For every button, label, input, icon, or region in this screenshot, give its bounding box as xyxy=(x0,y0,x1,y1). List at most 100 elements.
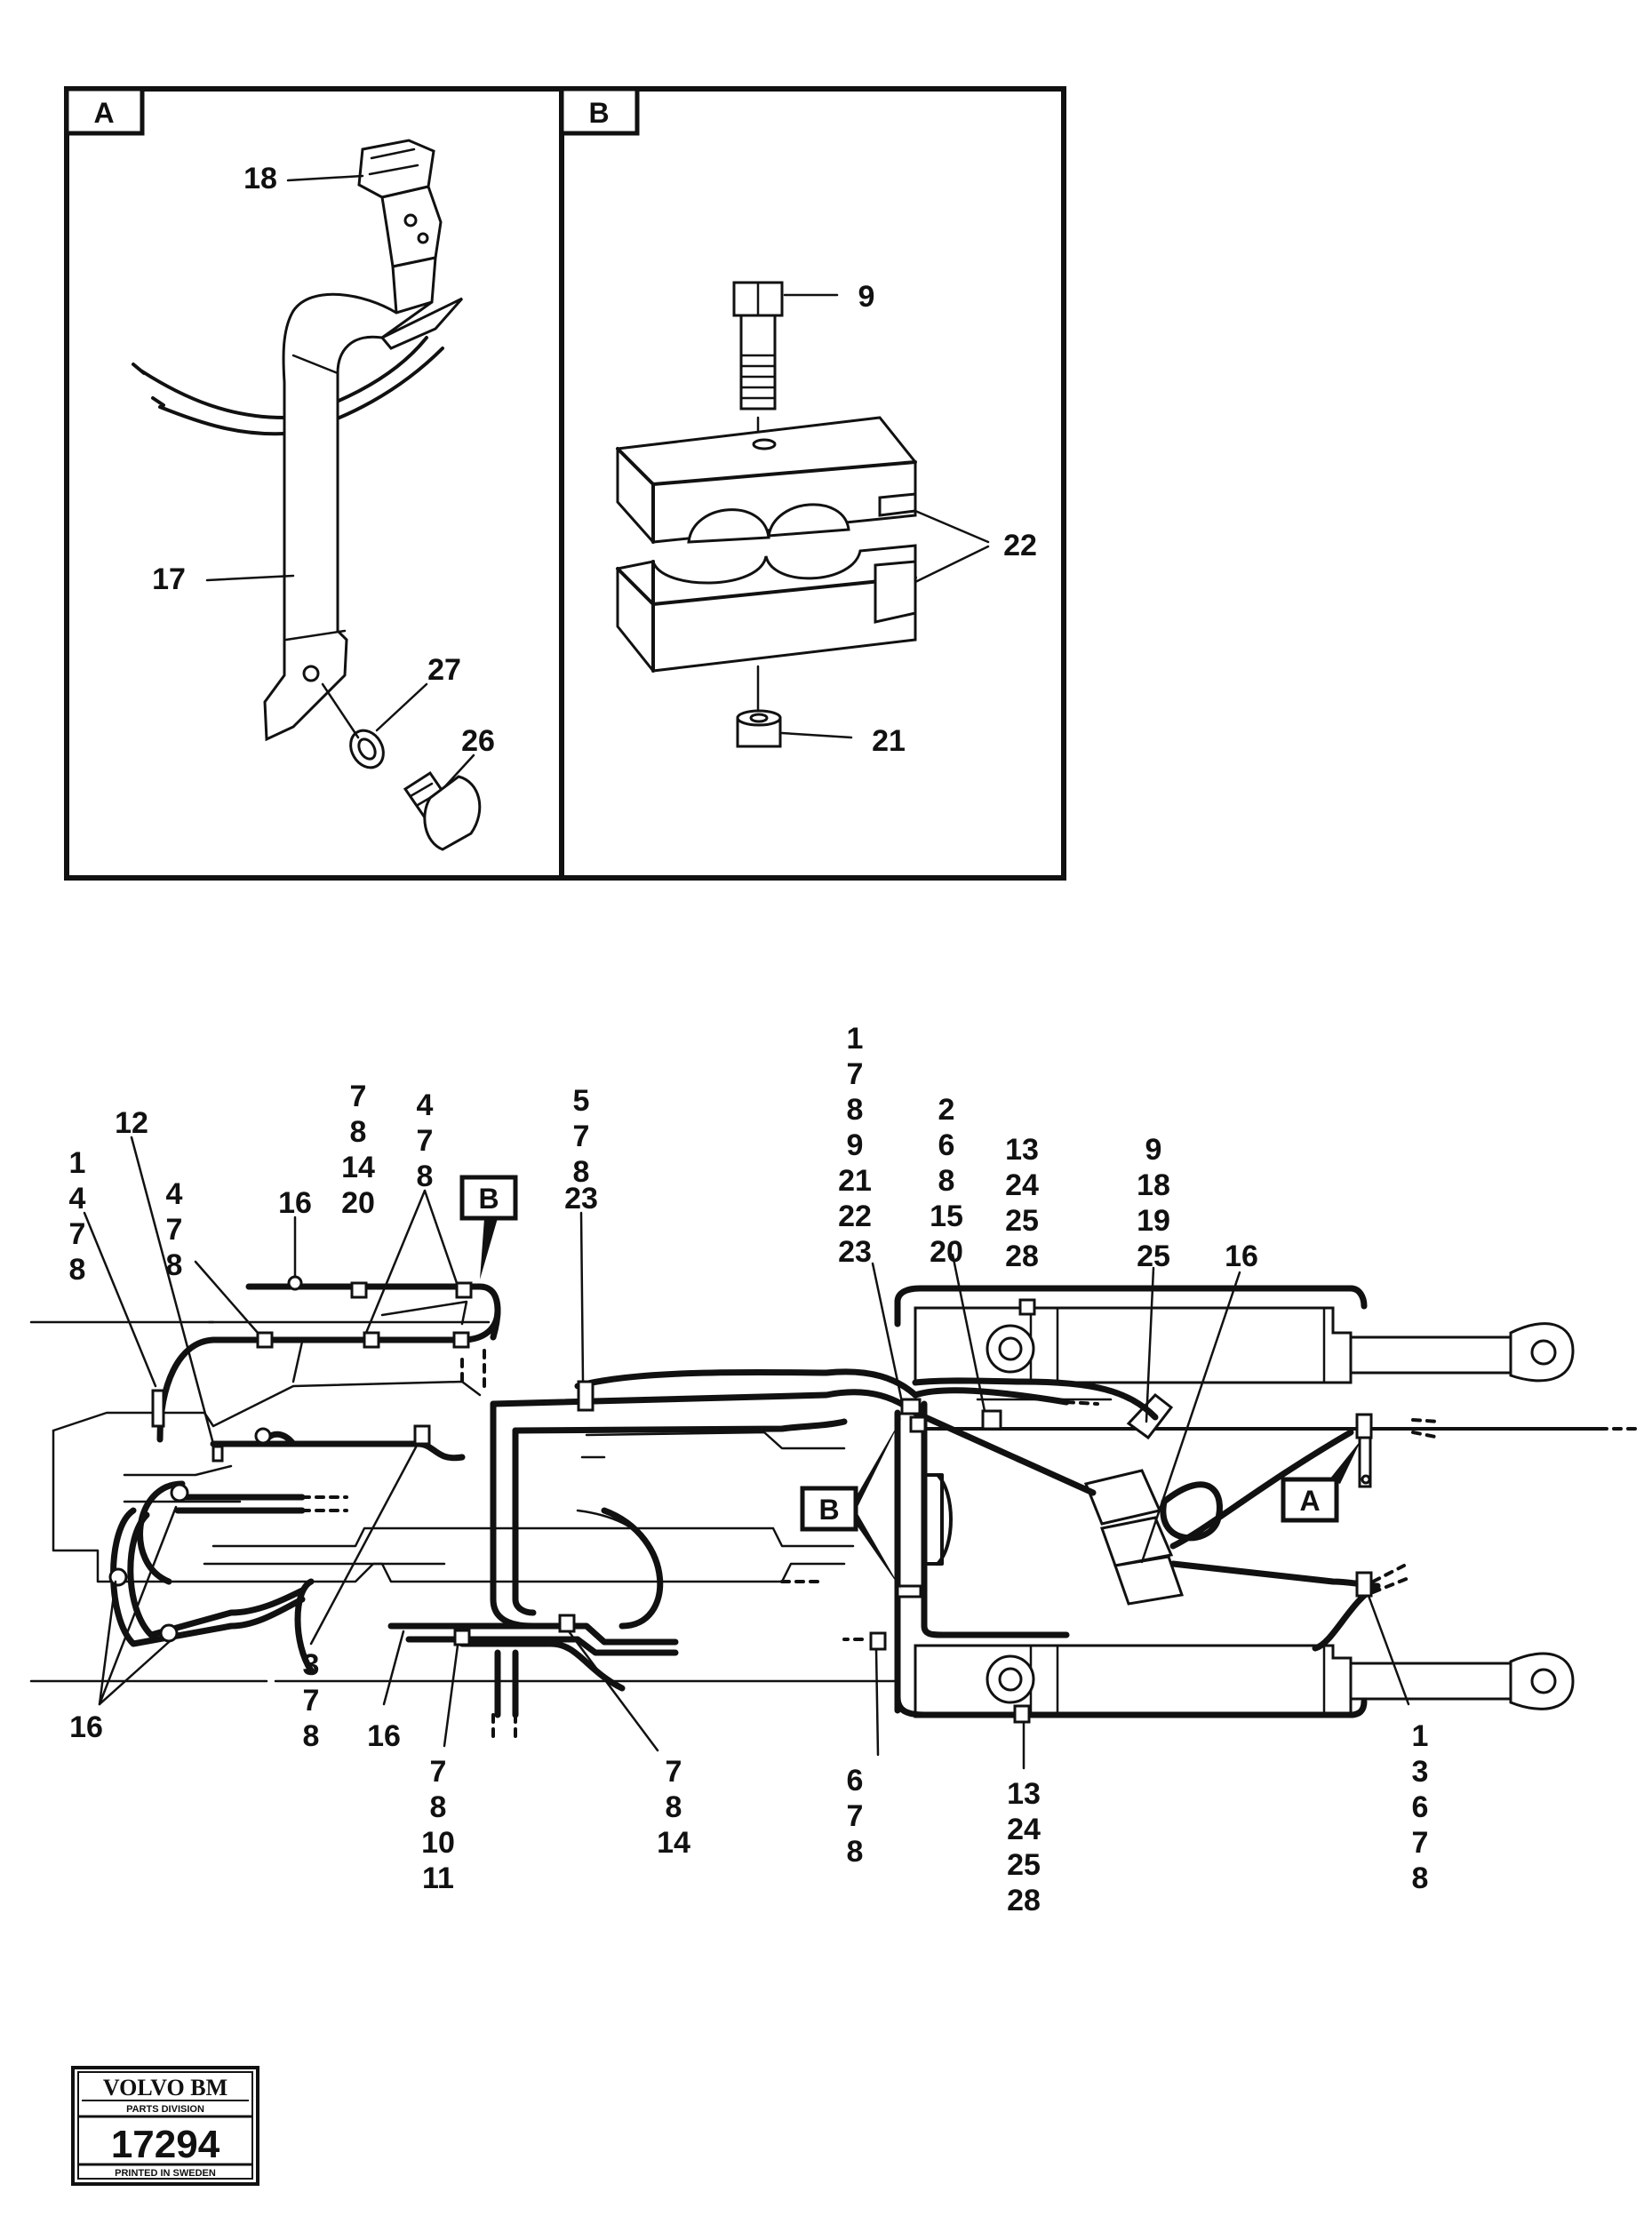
stamp-printed: PRINTED IN SWEDEN xyxy=(115,2168,216,2179)
svg-text:8: 8 xyxy=(166,1248,183,1282)
assembly-view: B B A xyxy=(29,1022,1637,1917)
svg-text:7: 7 xyxy=(847,1057,864,1091)
svg-text:4: 4 xyxy=(417,1088,434,1122)
washer-27 xyxy=(349,729,385,769)
svg-text:6: 6 xyxy=(847,1764,864,1798)
svg-text:11: 11 xyxy=(422,1861,454,1895)
parts-stamp: VOLVO BM PARTS DIVISION 17294 PRINTED IN… xyxy=(71,2066,259,2186)
svg-text:23: 23 xyxy=(564,1182,598,1216)
detail-a-leaders xyxy=(205,174,475,789)
svg-text:19: 19 xyxy=(1137,1204,1170,1238)
svg-text:1: 1 xyxy=(69,1146,86,1180)
detail-a-tag: A xyxy=(64,86,145,136)
svg-text:13: 13 xyxy=(1007,1777,1041,1811)
callout-group-13-24-25-28-top: 13 24 25 28 xyxy=(1005,1133,1039,1273)
svg-text:12: 12 xyxy=(115,1106,148,1140)
svg-text:24: 24 xyxy=(1005,1168,1039,1202)
svg-text:6: 6 xyxy=(1412,1790,1429,1824)
svg-text:7: 7 xyxy=(1412,1826,1429,1860)
svg-text:13: 13 xyxy=(1005,1133,1039,1167)
svg-text:15: 15 xyxy=(930,1200,963,1233)
svg-text:9: 9 xyxy=(1145,1133,1162,1167)
svg-text:10: 10 xyxy=(421,1826,455,1860)
svg-text:4: 4 xyxy=(166,1177,183,1211)
callout-group-6-7-8: 6 7 8 xyxy=(847,1764,864,1869)
hose-runs xyxy=(110,1283,1381,1718)
callout-17: 17 xyxy=(152,562,186,596)
svg-text:8: 8 xyxy=(847,1835,864,1869)
callout-9: 9 xyxy=(858,280,875,314)
svg-text:21: 21 xyxy=(838,1164,872,1198)
svg-text:7: 7 xyxy=(166,1213,183,1247)
svg-text:18: 18 xyxy=(1137,1168,1170,1202)
svg-text:7: 7 xyxy=(69,1217,86,1251)
detail-b-tag: B xyxy=(559,86,640,136)
svg-text:A: A xyxy=(93,97,114,129)
svg-text:25: 25 xyxy=(1007,1848,1041,1882)
callout-group-16-top: 16 xyxy=(278,1186,312,1220)
svg-text:22: 22 xyxy=(838,1200,872,1233)
svg-text:5: 5 xyxy=(573,1084,590,1118)
svg-text:16: 16 xyxy=(69,1710,103,1744)
svg-text:8: 8 xyxy=(417,1160,434,1193)
callout-group-3-7-8: 3 7 8 xyxy=(303,1648,320,1753)
callout-group-12: 12 xyxy=(115,1106,148,1140)
assembly-leaders xyxy=(83,1136,1410,1770)
svg-text:25: 25 xyxy=(1137,1240,1170,1273)
bolt-26 xyxy=(403,770,482,851)
callout-group-7-8-14-20: 7 8 14 20 xyxy=(341,1080,375,1220)
hose-clips xyxy=(108,1275,1373,1724)
callout-26: 26 xyxy=(461,724,495,758)
svg-text:3: 3 xyxy=(303,1648,320,1682)
svg-text:7: 7 xyxy=(573,1120,590,1153)
svg-text:B: B xyxy=(588,97,609,129)
svg-text:8: 8 xyxy=(666,1790,682,1824)
callout-group-16-right: 16 xyxy=(1225,1240,1258,1273)
svg-text:8: 8 xyxy=(573,1155,590,1189)
svg-text:23: 23 xyxy=(838,1235,872,1269)
svg-text:8: 8 xyxy=(350,1115,367,1149)
detail-b: B xyxy=(559,86,1037,758)
svg-text:7: 7 xyxy=(666,1755,682,1789)
clamp-band-17 xyxy=(263,292,464,742)
callout-18: 18 xyxy=(243,162,277,195)
callout-group-4-7-8: 4 7 8 xyxy=(166,1177,183,1282)
callout-21: 21 xyxy=(872,724,906,758)
callout-27: 27 xyxy=(427,653,461,687)
svg-text:7: 7 xyxy=(430,1755,447,1789)
svg-text:1: 1 xyxy=(847,1022,864,1056)
svg-text:7: 7 xyxy=(417,1124,434,1158)
stamp-division: PARTS DIVISION xyxy=(126,2104,204,2115)
dashed-continuations xyxy=(251,1285,1637,1743)
svg-text:3: 3 xyxy=(1412,1755,1429,1789)
svg-text:28: 28 xyxy=(1007,1884,1041,1917)
bolt-9 xyxy=(732,281,839,437)
assembly-tag-a: A xyxy=(1281,1439,1361,1523)
clamp-block-22 xyxy=(616,416,917,673)
svg-text:8: 8 xyxy=(938,1164,955,1198)
svg-text:20: 20 xyxy=(341,1186,375,1220)
callout-group-13-24-25-28-bottom: 13 24 25 28 xyxy=(1007,1777,1041,1917)
detail-a: A xyxy=(64,86,495,851)
assembly-tag-b-top: B xyxy=(459,1175,518,1279)
svg-text:6: 6 xyxy=(938,1128,955,1162)
lower-cylinder xyxy=(914,1644,1575,1718)
svg-text:25: 25 xyxy=(1005,1204,1039,1238)
callout-group-5-7-8-23: 5 7 8 23 xyxy=(564,1084,598,1216)
svg-text:1: 1 xyxy=(1412,1719,1429,1753)
svg-text:8: 8 xyxy=(69,1253,86,1287)
callout-group-16-left: 16 xyxy=(69,1710,103,1744)
svg-text:16: 16 xyxy=(278,1186,312,1220)
callout-group-1-3-6-7-8: 1 3 6 7 8 xyxy=(1412,1719,1429,1895)
svg-text:7: 7 xyxy=(847,1799,864,1833)
svg-text:14: 14 xyxy=(657,1826,690,1860)
detail-b-leaders xyxy=(914,509,990,584)
callout-group-1-4-7-8: 1 4 7 8 xyxy=(69,1146,86,1287)
svg-text:16: 16 xyxy=(367,1719,401,1753)
callout-group-4-7-8-b: 4 7 8 xyxy=(417,1088,434,1193)
svg-text:8: 8 xyxy=(430,1790,447,1824)
svg-text:14: 14 xyxy=(341,1151,375,1184)
stamp-brand: VOLVO BM xyxy=(103,2075,227,2100)
svg-text:8: 8 xyxy=(303,1719,320,1753)
